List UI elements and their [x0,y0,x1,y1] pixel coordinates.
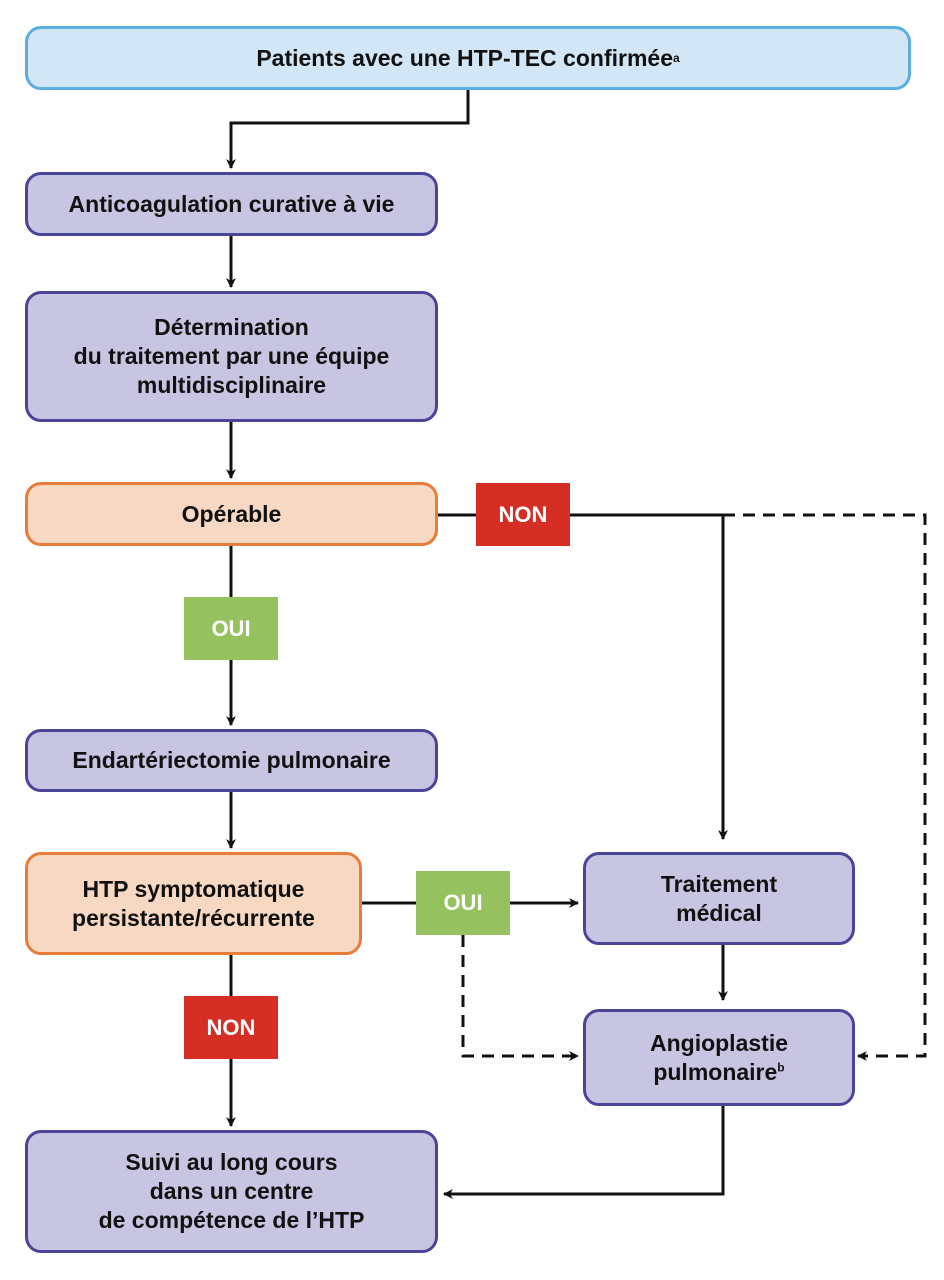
node-determination-label: Détermination du traitement par une équi… [73,314,390,398]
node-endarteriectomie: Endartériectomie pulmonaire [25,729,438,792]
node-traitement-medical: Traitement médical [583,852,855,945]
node-operable-label: Opérable [181,500,282,527]
tag-oui-persistante: OUI [416,871,510,935]
arrow-non-to-traitement [570,513,728,840]
node-angioplastie: Angioplastie pulmonaireb [583,1009,855,1106]
node-angioplastie-label: Angioplastie pulmonaire [649,1029,788,1085]
dashed-arrow-oui-to-angioplastie [461,935,579,1061]
arrow-start-to-anticoag [226,90,470,169]
tag-oui-operable: OUI [184,597,278,660]
node-htp-persistante: HTP symptomatique persistante/récurrente [25,852,362,955]
dashed-arrow-non-to-angioplastie [723,513,927,1061]
node-start-label: Patients avec une HTP-TEC confirmée [256,44,673,71]
tag-non-persistante: NON [184,996,278,1059]
node-anticoagulation: Anticoagulation curative à vie [25,172,438,236]
node-traitement-medical-label: Traitement médical [660,870,778,926]
footnote-b: b [777,1059,785,1074]
node-suivi: Suivi au long cours dans un centre de co… [25,1130,438,1253]
node-endarteriectomie-label: Endartériectomie pulmonaire [72,747,391,773]
node-htp-persistante-label: HTP symptomatique persistante/récurrente [72,875,315,931]
node-operable: Opérable [25,482,438,546]
node-suivi-label: Suivi au long cours dans un centre de co… [98,1149,365,1233]
tag-non-operable: NON [476,483,570,546]
node-anticoagulation-label: Anticoagulation curative à vie [68,190,395,217]
node-determination: Détermination du traitement par une équi… [25,291,438,422]
arrow-angioplastie-to-suivi [443,1106,725,1199]
